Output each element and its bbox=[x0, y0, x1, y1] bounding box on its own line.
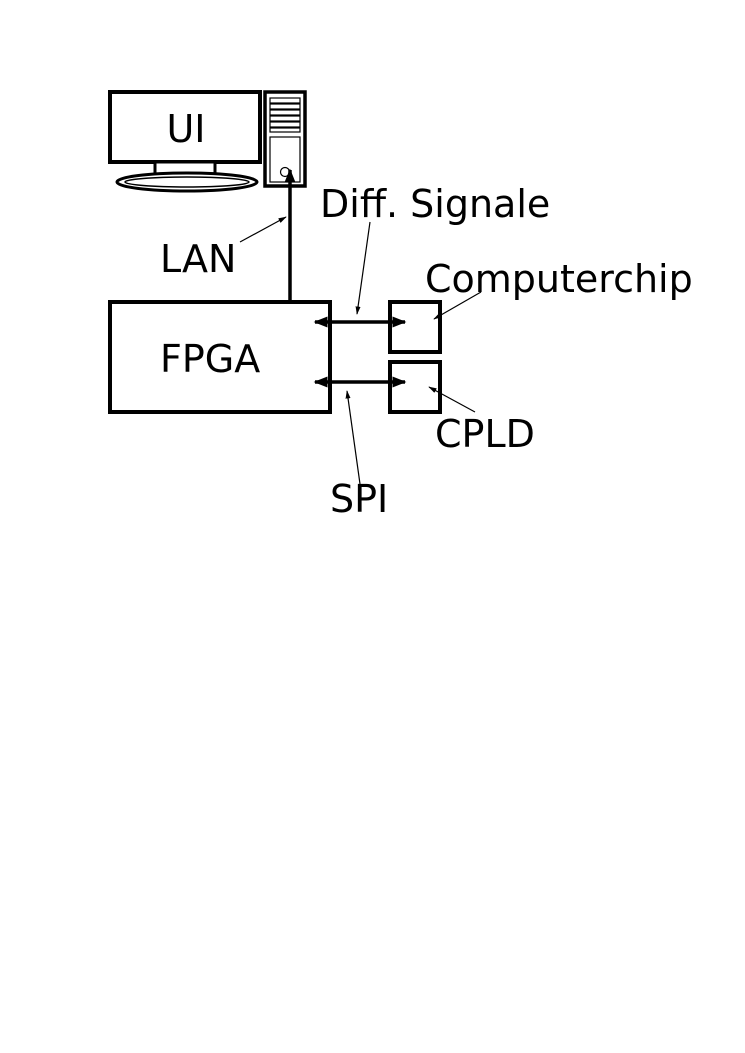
computerchip-label: Computerchip bbox=[425, 257, 693, 301]
fpga-label: FPGA bbox=[160, 337, 260, 381]
cpld-block bbox=[388, 360, 442, 414]
monitor-icon: UI bbox=[108, 90, 262, 193]
cpld-pointer bbox=[428, 386, 476, 413]
tower-power-button bbox=[279, 166, 291, 178]
computer-tower-icon bbox=[263, 90, 307, 188]
computerchip-block bbox=[388, 300, 442, 354]
cpld-label: CPLD bbox=[435, 412, 535, 456]
lan-label: LAN bbox=[160, 237, 236, 281]
monitor-screen-label: UI bbox=[166, 107, 205, 151]
spi-label: SPI bbox=[330, 477, 388, 521]
spi-pointer bbox=[345, 390, 361, 485]
monitor-base bbox=[115, 171, 259, 193]
diff-signals-pointer bbox=[355, 221, 371, 315]
monitor-base-inner bbox=[124, 176, 250, 188]
lan-pointer bbox=[239, 216, 287, 243]
computerchip-pointer bbox=[433, 291, 482, 320]
tower-drive-bays bbox=[269, 97, 301, 133]
fpga-block bbox=[108, 300, 332, 414]
diff-signals-label: Diff. Signale bbox=[320, 182, 550, 226]
